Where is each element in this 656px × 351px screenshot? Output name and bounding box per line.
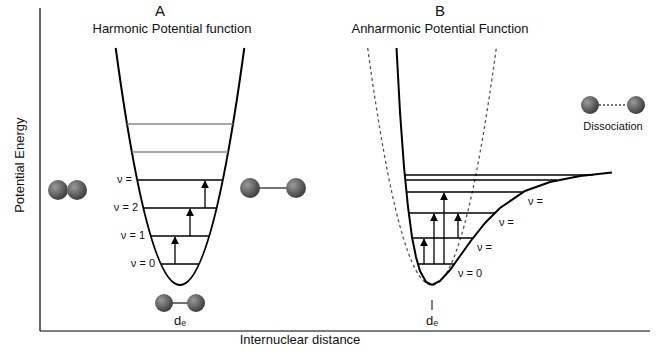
panel-letter: B xyxy=(435,3,445,20)
anharmonic-transitions xyxy=(424,193,458,264)
level-label: ν = 2 xyxy=(114,201,138,213)
tick-mark xyxy=(432,300,433,310)
stretched-molecule xyxy=(240,178,306,198)
panel-letter: A xyxy=(155,3,165,20)
level-label: ν = xyxy=(477,241,492,253)
equilibrium-molecule xyxy=(155,294,205,312)
panel-title: Harmonic Potential function xyxy=(93,22,252,36)
level-label: ν = xyxy=(499,216,514,228)
axis-title: Internuclear distance xyxy=(240,333,361,347)
level-label: ν = xyxy=(117,173,132,185)
y-axis xyxy=(39,8,40,331)
level-label: ν = xyxy=(528,195,543,207)
dissociated-atoms xyxy=(581,96,645,114)
panel-title: Anharmonic Potential Function xyxy=(351,22,528,36)
axis-title: Potential Energy xyxy=(13,117,27,212)
harmonic-reference-curve xyxy=(368,48,497,285)
x-axis xyxy=(40,330,650,331)
level-label: ν = 0 xyxy=(458,267,482,279)
morse-curve xyxy=(397,48,613,285)
harmonic-curve xyxy=(116,48,245,285)
anharmonic-levels xyxy=(405,175,594,264)
compressed-molecule xyxy=(48,180,87,200)
equilibrium-distance: dₑ xyxy=(426,314,438,328)
equilibrium-distance: dₑ xyxy=(174,314,186,328)
level-label: ν = 1 xyxy=(121,229,145,241)
harmonic-transitions xyxy=(175,181,205,264)
dissociation-label: Dissociation xyxy=(583,120,642,132)
level-label: ν = 0 xyxy=(131,257,155,269)
harmonic-levels xyxy=(127,124,233,264)
